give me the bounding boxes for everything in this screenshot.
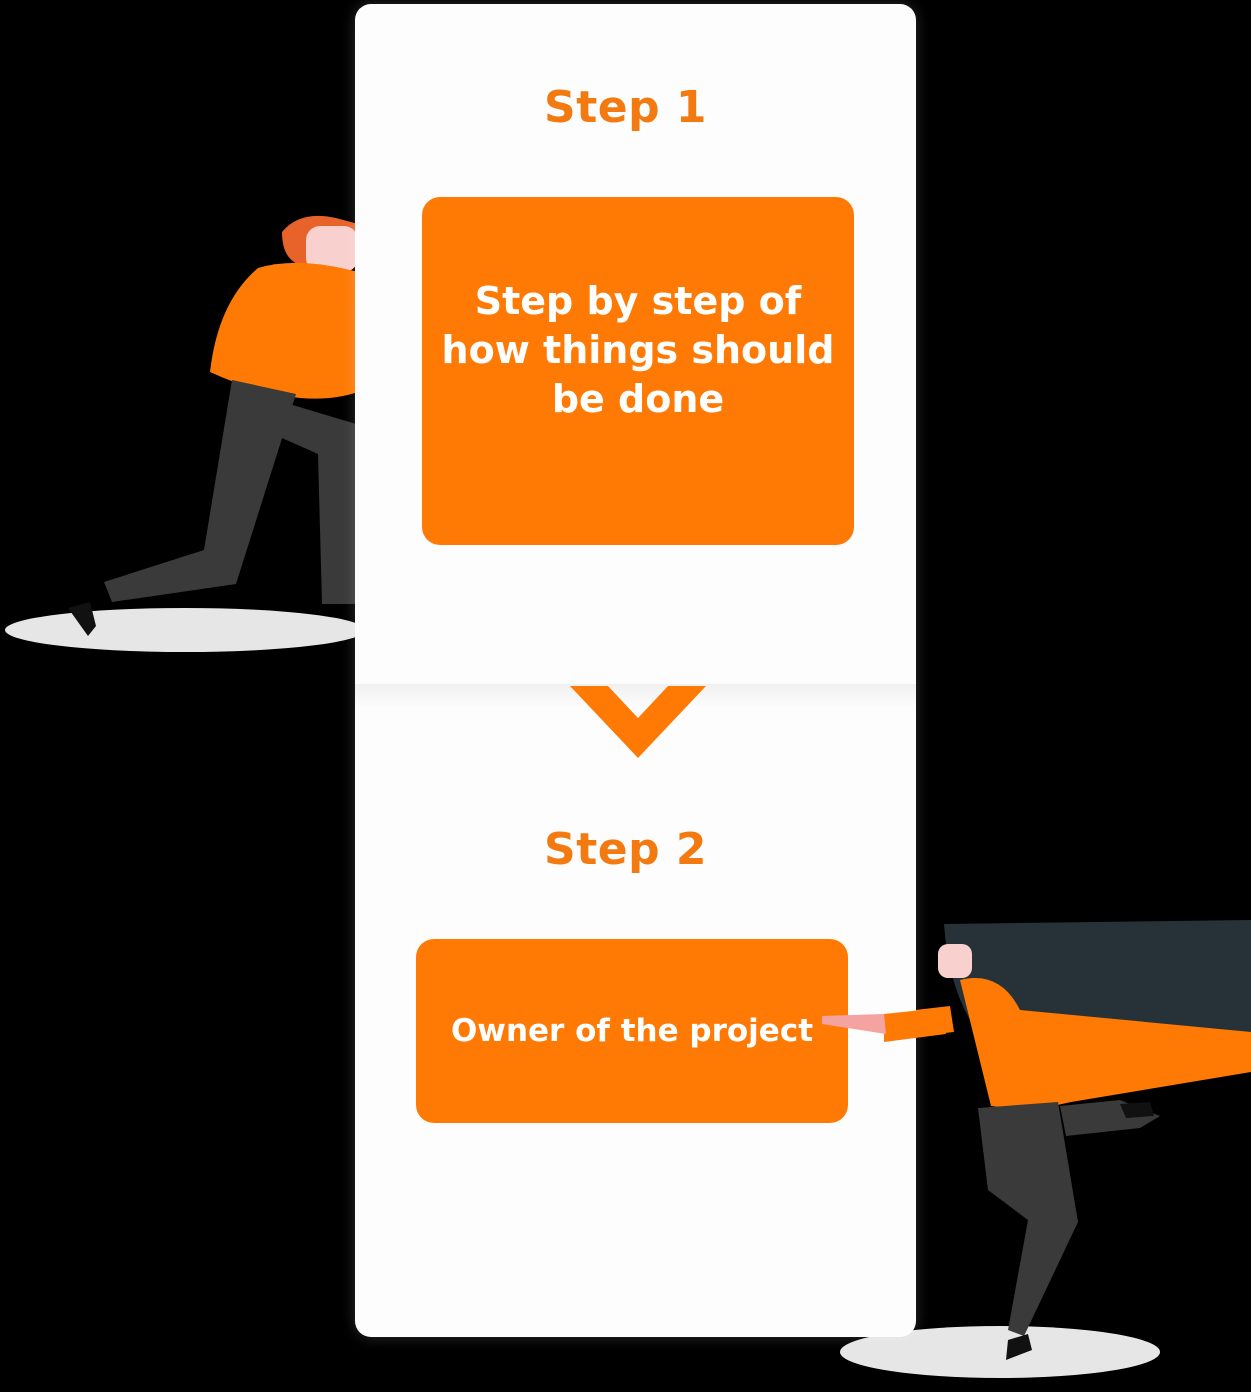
- leg-right: [978, 1102, 1078, 1336]
- shoe-left: [68, 602, 96, 636]
- torso-right: [960, 978, 1251, 1109]
- step-2-box: Owner of the project: [416, 939, 848, 1123]
- card-divider: [355, 684, 916, 708]
- leg-front-left: [264, 400, 356, 604]
- face-left: [306, 226, 358, 272]
- face-right: [938, 944, 972, 978]
- shoe-right-back: [1120, 1102, 1154, 1118]
- step-1-text: Step by step of how things should be don…: [441, 278, 835, 421]
- step-2-title: Step 2: [544, 824, 707, 875]
- step-1-title: Step 1: [544, 82, 707, 133]
- floor-shadow-left: [5, 608, 365, 652]
- shoe-right: [1006, 1334, 1032, 1360]
- step-1-box: Step by step of how things should be don…: [422, 197, 854, 545]
- leg-back-left: [104, 380, 296, 602]
- step-2-text: Owner of the project: [450, 1013, 814, 1049]
- floor-shadow-right: [840, 1326, 1160, 1378]
- torso-left: [210, 262, 358, 399]
